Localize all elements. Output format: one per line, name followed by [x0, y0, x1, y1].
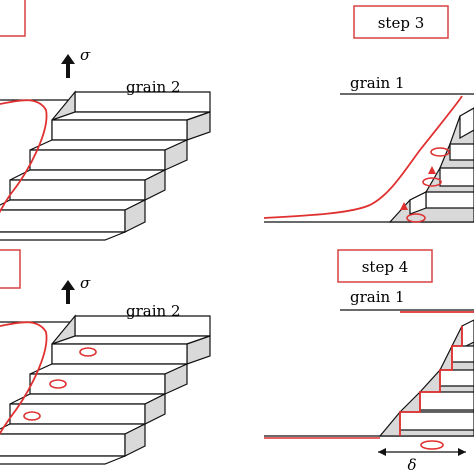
staircase [378, 319, 474, 437]
staircase [388, 107, 474, 223]
grain-label: grain 2 [126, 302, 181, 320]
step-label: step 4 [362, 258, 409, 276]
step-label: step 3 [378, 14, 425, 32]
slip-arrow [400, 202, 408, 210]
dislocation-loop [430, 147, 450, 157]
stress-symbol: σ [80, 46, 91, 64]
step-box [337, 249, 433, 283]
panel-bottom-left: σ grain 2 [0, 249, 211, 465]
dislocation-loop [23, 411, 41, 421]
grain-label: grain 2 [126, 78, 181, 96]
dislocation-loop [49, 379, 67, 389]
dislocation-loop [422, 177, 442, 187]
dislocation-curve [0, 99, 48, 213]
grain-label: grain 1 [350, 288, 405, 306]
stress-symbol: σ [80, 274, 91, 292]
dislocation-loop [420, 440, 444, 450]
panel-top-left: σ grain 2 [0, 0, 211, 241]
step-box-partial-bottom-left [0, 249, 21, 289]
step-box-partial-top-left [0, 0, 26, 37]
stress-arrow [61, 54, 75, 78]
staircase [0, 314, 211, 465]
dislocation-loop [406, 213, 426, 223]
panel-bottom-right: step 4 grain 1 δ [264, 249, 474, 474]
dislocation-curve [0, 321, 48, 436]
stress-arrow [61, 280, 75, 304]
dislocation-curve [263, 95, 463, 219]
dislocation-loop [79, 347, 97, 357]
grain-label: grain 1 [350, 74, 405, 92]
step-box [353, 5, 449, 39]
slip-arrow [428, 166, 436, 174]
dislocation-step-outline [399, 326, 463, 436]
slip-offset-arrow [378, 448, 466, 456]
slip-offset-symbol: δ [407, 456, 416, 474]
staircase [0, 90, 211, 241]
panel-top-right: step 3 grain 1 [263, 5, 474, 223]
